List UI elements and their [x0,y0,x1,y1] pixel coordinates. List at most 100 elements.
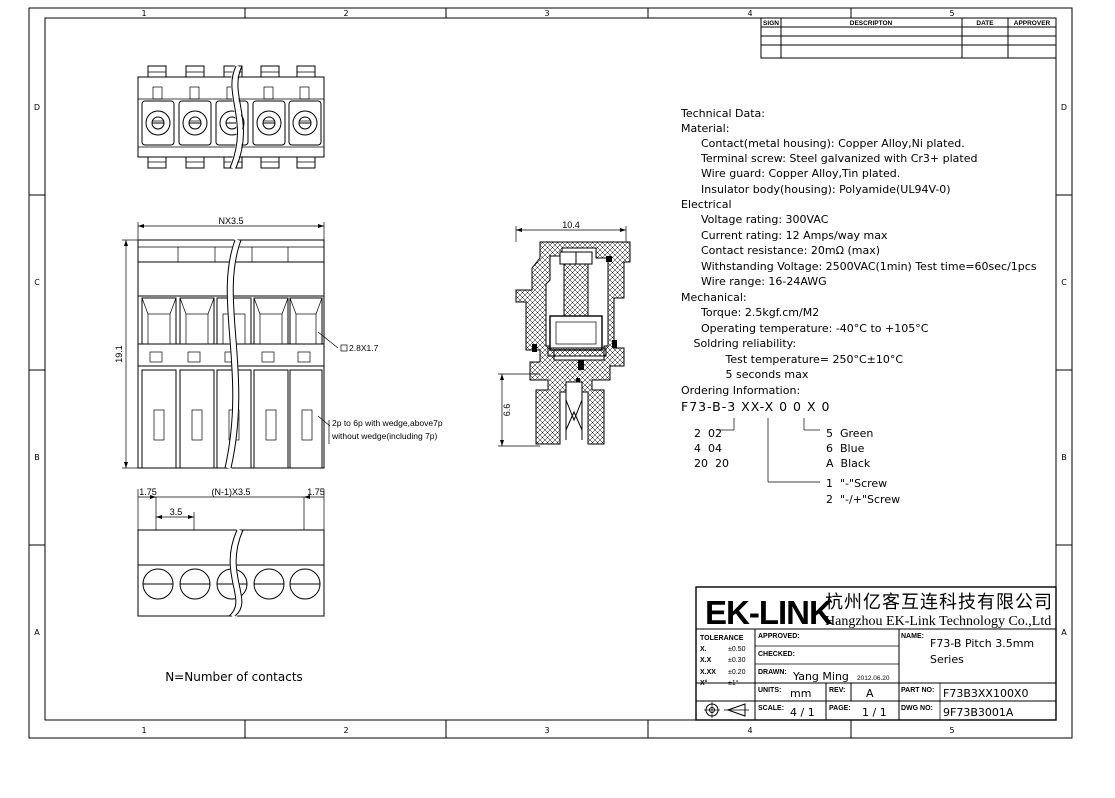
drawn-date: 2012.06.20 [857,675,890,682]
tolerance-value: ±0.30 [728,657,746,664]
contacts-note: N=Number of contacts [165,670,303,684]
dim-pitch-h: 6.6 [502,404,512,417]
page-value: 1 / 1 [862,706,887,719]
tech-line: Electrical [681,198,732,211]
technical-data: Technical Data: Material: Contact(metal … [680,107,1037,506]
front-view: NX3.5 19.1 [114,216,443,469]
units-label: UNITS: [758,687,781,694]
scale-label: SCALE: [758,705,784,712]
dim-nx: NX3.5 [218,216,243,226]
order-color: 5 Green [826,427,873,440]
order-pin: 2 02 [694,427,722,440]
tech-title: Technical Data: [680,107,765,120]
col-label: 2 [343,9,348,18]
part-name-line2: Series [930,653,964,666]
company-name-en: Hangzhou EK-Link Technology Co.,Ltd [825,614,1051,629]
wedge-note-line1: 2p to 6p with wedge,above7p [332,418,443,428]
col-label: 3 [544,726,549,735]
tolerance-value: ±0.50 [728,646,746,653]
drawn-label: DRAWN: [758,669,787,676]
tech-line: Terminal screw: Steel galvanized with Cr… [694,152,977,165]
dim-pin: 2.8X1.7 [349,343,379,353]
row-label: A [34,628,40,637]
dim-mid: (N-1)X3.5 [211,487,250,497]
checked-label: CHECKED: [758,651,795,658]
tech-line: Contact resistance: 20mΩ (max) [694,244,880,257]
tech-line: Torque: 2.5kgf.cm/M2 [694,306,819,319]
name-label: NAME: [901,633,924,640]
order-pin: 20 20 [694,457,729,470]
row-label: D [34,103,40,112]
row-label: B [1061,453,1067,462]
row-label: A [1061,628,1067,637]
row-label: B [34,453,40,462]
row-label: C [1061,278,1067,287]
order-screw: 1 "-"Screw [826,477,887,490]
drawn-by: Yang Ming [792,670,849,683]
tolerance-key: X. [700,646,707,653]
partno-label: PART NO: [901,687,934,694]
dwgno-label: DWG NO: [901,705,933,712]
bottom-view: 1.75 (N-1)X3.5 1.75 3.5 N=Number of cont… [137,487,325,684]
wedge-note-line2: without wedge(including 7p) [331,431,438,441]
title-block: EK-LINK 杭州亿客互连科技有限公司 Hangzhou EK-Link Te… [695,586,1057,721]
tech-line: Voltage rating: 300VAC [694,213,829,226]
col-label: 1 [141,726,146,735]
side-section-view: 10.4 6.6 [498,220,631,447]
col-label: 1 [141,9,146,18]
tech-line: Operating temperature: -40°C to +105°C [694,322,929,335]
page-label: PAGE: [829,705,851,712]
dim-end-right: 1.75 [307,487,325,497]
tolerance-value: ±1° [728,679,739,687]
outer-border [28,7,1073,739]
top-view [137,64,325,170]
col-label: 5 [949,9,954,18]
tolerance-key: X.X [700,657,712,664]
rev-label: REV: [829,687,845,694]
projection-symbol-icon [704,702,749,718]
tech-line: 5 seconds max [708,368,809,381]
col-label: 4 [747,9,752,18]
inner-border [44,17,1057,721]
col-label: 4 [747,726,752,735]
dim-pitch: 3.5 [170,507,183,517]
revision-table: SIGN DESCRIPTON DATE APPROVER [760,17,1057,59]
rev-header-sign: SIGN [763,20,779,27]
units-value: mm [790,687,811,700]
order-code: F73-B-3 XX-X 0 0 X 0 [681,399,830,414]
scale-value: 4 / 1 [790,706,815,719]
tech-line: Current rating: 12 Amps/way max [694,229,888,242]
tech-line: Insulator body(housing): Polyamide(UL94V… [694,183,951,196]
tolerance-key: X° [700,679,708,687]
order-color: A Black [826,457,871,470]
company-logo: EK-LINK [705,594,833,631]
order-screw: 2 "-/+"Screw [826,493,900,506]
tolerance-label: TOLERANCE [700,635,744,642]
rev-value: A [866,687,874,700]
row-label: C [34,278,40,287]
approved-label: APPROVED: [758,633,800,640]
part-name-line1: F73-B Pitch 3.5mm [930,637,1034,650]
tech-line: Wire range: 16-24AWG [694,275,827,288]
col-label: 5 [949,726,954,735]
tolerance-value: ±0.20 [728,669,746,676]
tech-line: Soldring reliability: [690,337,796,350]
partno-value: F73B3XX100X0 [943,687,1028,700]
dwgno-value: 9F73B3001A [943,706,1014,719]
tolerance-key: X.XX [700,669,716,676]
tech-line: Mechanical: [681,291,747,304]
tech-line: Material: [681,122,729,135]
rev-header-description: DESCRIPTON [850,20,893,27]
company-name-cn: 杭州亿客互连科技有限公司 [825,592,1053,612]
dim-height: 19.1 [114,345,124,363]
tech-line: Withstanding Voltage: 2500VAC(1min) Test… [694,260,1037,273]
order-color: 6 Blue [826,442,865,455]
dim-end-left: 1.75 [139,487,157,497]
order-pin: 4 04 [694,442,722,455]
col-label: 2 [343,726,348,735]
dim-width: 10.4 [562,220,580,230]
rev-header-approver: APPROVER [1014,20,1051,27]
tech-line: Wire guard: Copper Alloy,Tin plated. [694,167,900,180]
col-label: 3 [544,9,549,18]
